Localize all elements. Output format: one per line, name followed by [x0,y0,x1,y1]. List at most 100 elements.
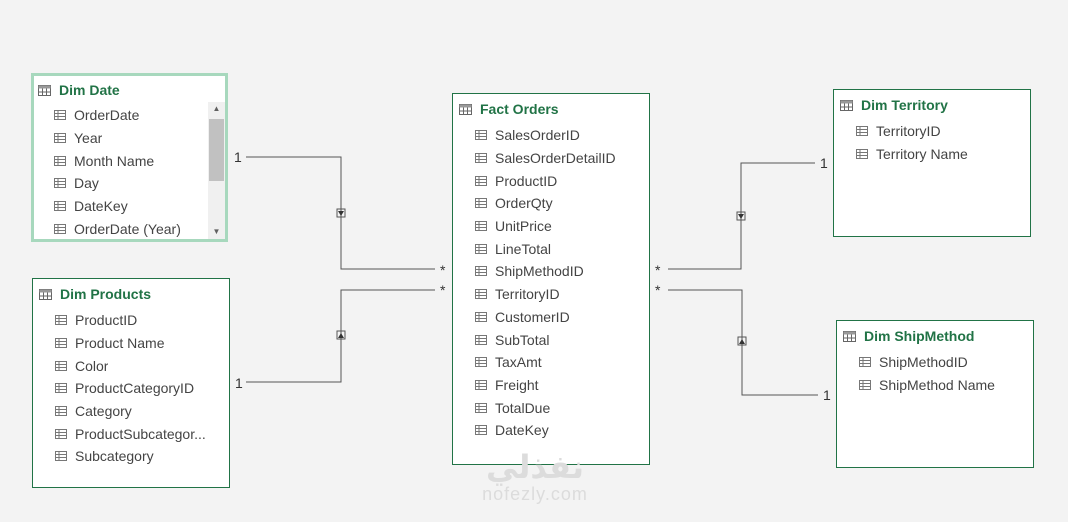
filter-direction-down-icon [336,208,346,218]
column-name: SalesOrderID [495,127,580,144]
filter-direction-up-icon [737,336,747,346]
column-icon [475,311,487,322]
column-item[interactable]: TerritoryID [834,120,1030,143]
column-name: ShipMethodID [879,354,968,371]
table-icon [459,103,472,115]
table-header[interactable]: Dim Products [33,279,229,309]
column-item[interactable]: ProductID [453,169,649,192]
scroll-up-arrow-icon[interactable]: ▲ [212,104,221,113]
column-icon [475,379,487,390]
column-item[interactable]: ProductID [33,309,229,332]
column-name: Day [74,175,99,192]
cardinality-one-label: 1 [234,149,242,165]
column-item[interactable]: CustomerID [453,306,649,329]
column-item[interactable]: OrderQty [453,192,649,215]
column-icon [475,334,487,345]
column-icon [55,360,67,371]
column-item[interactable]: Freight [453,374,649,397]
column-item[interactable]: ProductSubcategor... [33,422,229,445]
watermark-logo: نفذلي nofezly.com [470,450,600,504]
cardinality-one-label: 1 [823,387,831,403]
column-name: Freight [495,376,539,393]
column-name: ShipMethodID [495,263,584,280]
column-item[interactable]: ShipMethod Name [837,374,1033,397]
filter-direction-up-icon [336,330,346,340]
column-item[interactable]: ProductCategoryID [33,377,229,400]
column-icon [55,451,67,462]
table-header[interactable]: Dim Date [34,76,225,104]
column-name: TaxAmt [495,354,542,371]
column-icon [475,266,487,277]
column-item[interactable]: DateKey [453,419,649,442]
column-name: Territory Name [876,146,968,163]
column-name: TerritoryID [495,286,560,303]
column-item[interactable]: Territory Name [834,143,1030,166]
column-item[interactable]: Product Name [33,332,229,355]
column-item[interactable]: Year [34,127,225,150]
column-item[interactable]: Month Name [34,149,225,172]
column-name: TotalDue [495,399,551,416]
column-item[interactable]: Day [34,172,225,195]
column-item[interactable]: OrderDate (Year) [34,217,225,239]
column-item[interactable]: ShipMethodID [837,351,1033,374]
column-icon [475,243,487,254]
column-icon [54,110,66,121]
column-item[interactable]: ShipMethodID [453,260,649,283]
watermark-latin-text: nofezly.com [482,484,588,504]
column-name: UnitPrice [495,218,552,235]
cardinality-many-label: * [440,262,446,278]
table-header[interactable]: Dim ShipMethod [837,321,1033,351]
column-icon [475,175,487,186]
column-name: OrderQty [495,195,553,212]
table-fact-orders[interactable]: Fact Orders SalesOrderID SalesOrderDetai… [452,93,650,465]
column-item[interactable]: TaxAmt [453,351,649,374]
column-name: ProductID [495,172,558,189]
table-title: Fact Orders [480,101,559,117]
column-item[interactable]: OrderDate [34,104,225,127]
column-item[interactable]: SalesOrderDetailID [453,147,649,170]
column-item[interactable]: DateKey [34,195,225,218]
scroll-down-arrow-icon[interactable]: ▼ [212,227,221,236]
table-dim-territory[interactable]: Dim Territory TerritoryID Territory Name [833,89,1031,237]
table-title: Dim ShipMethod [864,328,975,344]
column-item[interactable]: UnitPrice [453,215,649,238]
table-icon [843,330,856,342]
column-name: Category [75,403,132,420]
table-dim-products[interactable]: Dim Products ProductID Product Name Colo… [32,278,230,488]
column-item[interactable]: Subcategory [33,445,229,468]
column-item[interactable]: Color [33,354,229,377]
column-icon [475,130,487,141]
table-header[interactable]: Fact Orders [453,94,649,124]
column-list: SalesOrderID SalesOrderDetailID ProductI… [453,124,649,442]
column-name: CustomerID [495,308,570,325]
column-name: ProductSubcategor... [75,425,206,442]
table-title: Dim Territory [861,97,948,113]
column-icon [55,338,67,349]
column-name: Product Name [75,335,165,352]
column-item[interactable]: TerritoryID [453,283,649,306]
table-title: Dim Products [60,286,152,302]
table-header[interactable]: Dim Territory [834,90,1030,120]
cardinality-one-label: 1 [820,155,828,171]
column-icon [475,289,487,300]
table-dim-shipmethod[interactable]: Dim ShipMethod ShipMethodID ShipMethod N… [836,320,1034,468]
column-icon [54,155,66,166]
table-dim-date[interactable]: Dim Date OrderDate Year Month Name Day D… [31,73,228,242]
column-name: Color [75,357,109,374]
column-item[interactable]: SalesOrderID [453,124,649,147]
table-icon [39,288,52,300]
table-icon [840,99,853,111]
column-item[interactable]: SubTotal [453,328,649,351]
column-icon [475,153,487,164]
column-icon [54,178,66,189]
scroll-thumb[interactable] [209,119,224,181]
table-icon [38,84,51,96]
column-item[interactable]: LineTotal [453,237,649,260]
column-icon [475,402,487,413]
column-item[interactable]: Category [33,400,229,423]
column-icon [475,425,487,436]
vertical-scrollbar[interactable]: ▲ ▼ [208,102,225,239]
column-item[interactable]: TotalDue [453,396,649,419]
